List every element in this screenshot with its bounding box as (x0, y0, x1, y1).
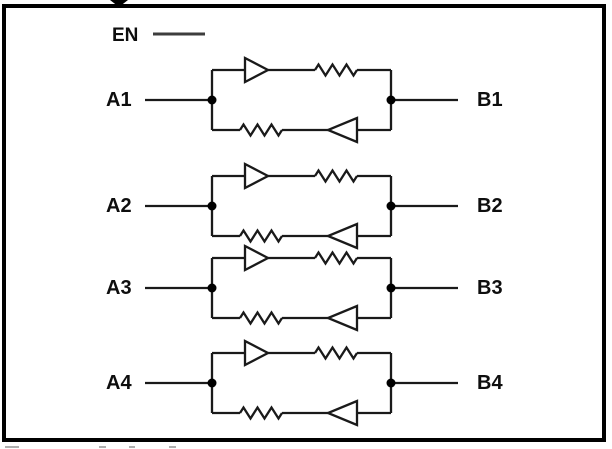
arrow-remnant-icon (110, 0, 128, 7)
channel3-output-label: B3 (477, 277, 503, 299)
channel2-input-label: A2 (106, 195, 132, 217)
top-resistor-icon (314, 345, 358, 361)
junction-dot (207, 201, 217, 211)
reverse-buffer-icon (324, 116, 359, 144)
junction-dot (386, 95, 396, 105)
caption-remnant (99, 446, 106, 448)
enable-label: EN (112, 25, 139, 46)
bottom-resistor-icon (239, 405, 283, 421)
channel2-output-label: B2 (477, 195, 503, 217)
caption-remnant (129, 446, 135, 448)
junction-dot (207, 95, 217, 105)
forward-buffer-icon (243, 244, 271, 272)
reverse-buffer-icon (324, 304, 359, 332)
reverse-buffer-icon (324, 399, 359, 427)
channel4-output-label: B4 (477, 372, 503, 394)
channel1-input-label: A1 (106, 89, 132, 111)
junction-dot (207, 283, 217, 293)
junction-dot (386, 378, 396, 388)
caption-remnant (169, 446, 176, 448)
bottom-resistor-icon (239, 228, 283, 244)
reverse-buffer-icon (324, 222, 359, 250)
junction-dot (386, 283, 396, 293)
top-resistor-icon (314, 168, 358, 184)
diagram-border (2, 4, 606, 442)
junction-dot (207, 378, 217, 388)
channel4-input-label: A4 (106, 372, 132, 394)
forward-buffer-icon (243, 339, 271, 367)
channel3-input-label: A3 (106, 277, 132, 299)
forward-buffer-icon (243, 56, 271, 84)
caption-remnant (5, 446, 19, 448)
top-resistor-icon (314, 62, 358, 78)
channel1-output-label: B1 (477, 89, 503, 111)
bottom-resistor-icon (239, 310, 283, 326)
forward-buffer-icon (243, 162, 271, 190)
junction-dot (386, 201, 396, 211)
bottom-resistor-icon (239, 122, 283, 138)
top-resistor-icon (314, 250, 358, 266)
